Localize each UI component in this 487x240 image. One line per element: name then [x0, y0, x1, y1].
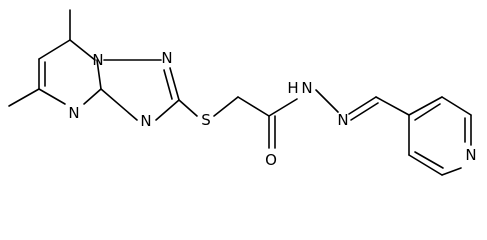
bond [69, 39, 96, 61]
atom-label-n-imine: N [337, 111, 348, 129]
bond [414, 103, 441, 121]
bond [169, 67, 180, 101]
bond [408, 96, 443, 116]
bond [237, 96, 270, 117]
atom-labels: N N N N S O N H N N [68, 49, 476, 169]
bond [441, 167, 462, 176]
bond [8, 88, 40, 107]
bond [348, 96, 377, 115]
bond [315, 89, 339, 113]
bond [213, 96, 239, 117]
atom-label-s: S [201, 111, 211, 129]
bond [38, 88, 66, 105]
bond [163, 69, 173, 100]
atom-label-n-pyridine: N [465, 146, 476, 164]
side-chain [178, 89, 410, 149]
bond [375, 96, 410, 116]
atom-label-o: O [265, 151, 277, 169]
bond [96, 59, 102, 90]
bond [408, 154, 443, 176]
atom-label-h: H [287, 79, 298, 97]
pyridine-ring [408, 96, 472, 176]
bond [268, 98, 298, 117]
bond [441, 96, 472, 116]
bond [350, 102, 379, 121]
bond [83, 88, 102, 105]
triazole-ring [100, 59, 180, 121]
atom-label-n-top: N [92, 51, 103, 69]
atom-label-nh: N [301, 79, 312, 97]
atom-label-n-ring-lower: N [140, 112, 151, 130]
pyrimidine-ring [8, 9, 102, 107]
chemical-structure-diagram: N N N N S O N H N N [8, 9, 477, 176]
atom-label-n-pyrimidine: N [68, 104, 79, 122]
bond [155, 99, 180, 121]
bond [100, 88, 138, 121]
bond [38, 39, 71, 60]
bond [414, 151, 444, 169]
atom-label-n-ring-right: N [161, 49, 172, 67]
bond [178, 99, 198, 117]
